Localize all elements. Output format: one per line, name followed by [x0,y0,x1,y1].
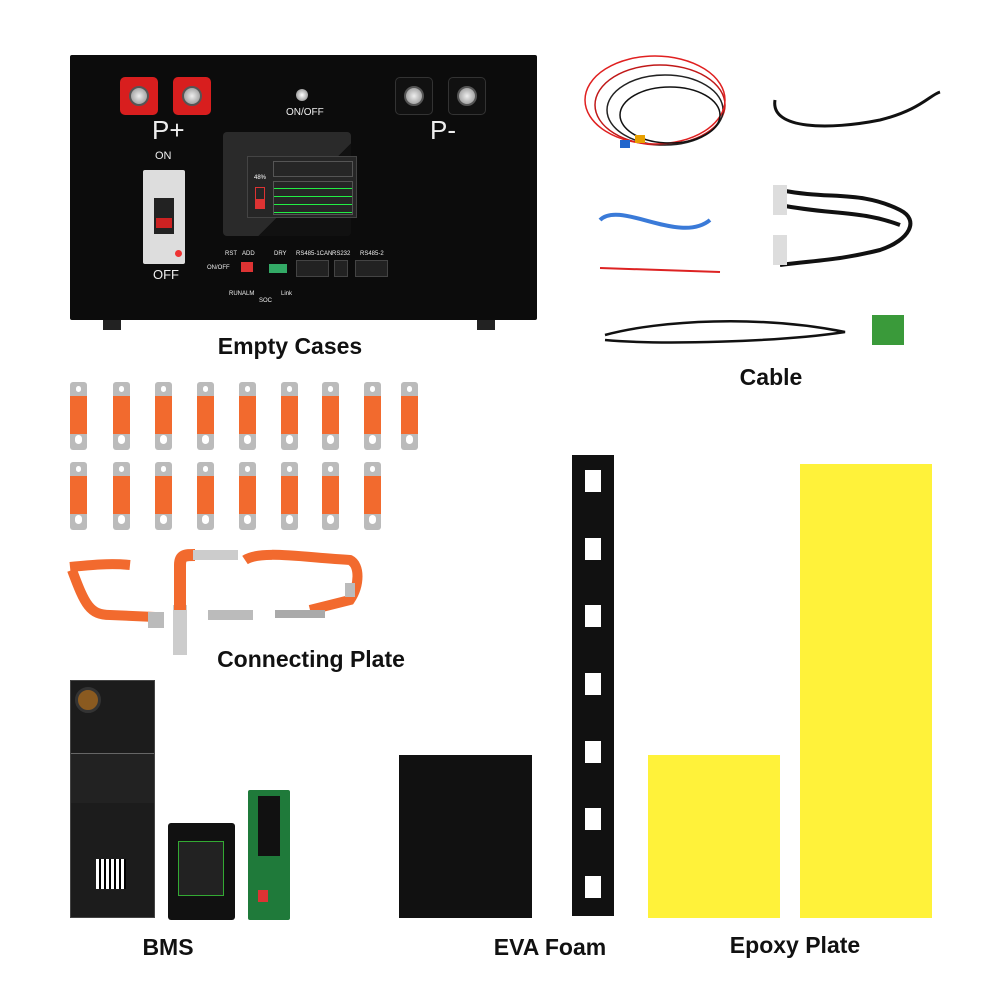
eva-foam-sheet [399,755,532,918]
add-label: ADD [242,251,255,257]
rs485-2-label: RS485-2 [360,251,384,257]
dry-label: DRY [274,251,287,257]
bent-connecting-plates [67,549,363,655]
rs485-2-port [355,260,388,277]
busbar [364,462,381,530]
black-long-cable [604,320,846,344]
busbar [281,382,298,450]
epoxy-plate-small [648,755,780,918]
onoff-small-label: ON/OFF [207,265,230,271]
red-wire [599,267,721,273]
empty-cases-label: Empty Cases [217,333,363,359]
runalm-label: RUNALM [229,291,255,297]
case-foot [477,320,495,330]
rs485-can-label: RS485-1CAN [296,251,333,257]
cables-image [584,55,941,345]
busbar [113,382,130,450]
red-black-wire-bundle [584,55,726,148]
bms-label: BMS [142,934,194,960]
positive-terminal-1 [120,77,158,115]
dip-switch[interactable] [241,262,253,272]
busbar [113,462,130,530]
status-box [273,161,353,177]
battery-icon [255,187,265,209]
busbar [322,462,339,530]
positive-label: P+ [152,115,185,145]
connecting-plate-label: Connecting Plate [217,646,405,672]
circuit-breaker[interactable] [143,170,185,264]
case-foot [103,320,121,330]
busbar [70,462,87,530]
breaker-off-label: OFF [153,267,179,282]
busbar [155,382,172,450]
soc-label: SOC [259,298,273,304]
eva-foam-strip [572,455,614,916]
screen-soc: 48% [254,175,267,181]
power-switch-label: ON/OFF [286,107,324,118]
breaker-on-label: ON [155,150,172,162]
bms-board [70,680,155,918]
busbar [364,382,381,450]
cell-voltage-grid [273,181,353,215]
busbar [401,382,418,450]
link-label: Link [281,291,293,297]
rs485-can-port [296,260,329,277]
lcd-panel: 48% [247,156,357,218]
negative-terminal-1 [395,77,433,115]
rs232-label: RS232 [332,251,351,257]
busbar [70,382,87,450]
negative-label: P- [430,115,456,145]
busbar [155,462,172,530]
dry-contact-terminal [269,264,287,273]
busbar [281,462,298,530]
blue-network-cable [598,212,712,230]
cable-label: Cable [739,364,803,390]
negative-terminal-2 [448,77,486,115]
positive-terminal-2 [173,77,211,115]
rst-label: RST [225,251,237,257]
bms-interface-board [248,790,290,920]
busbar [239,462,256,530]
qr-code [96,859,126,889]
power-button[interactable] [296,89,308,101]
busbar [239,382,256,450]
busbar [197,462,214,530]
busbar [197,382,214,450]
green-terminal-block [872,315,904,345]
epoxy-plate-label: Epoxy Plate [729,932,861,958]
ribbon-cables [773,185,913,267]
busbar [322,382,339,450]
bms-display-module [168,823,235,920]
eva-foam-label: EVA Foam [493,934,607,960]
rs232-port [334,260,348,277]
epoxy-plate-large [800,464,932,918]
black-cable [773,90,941,128]
